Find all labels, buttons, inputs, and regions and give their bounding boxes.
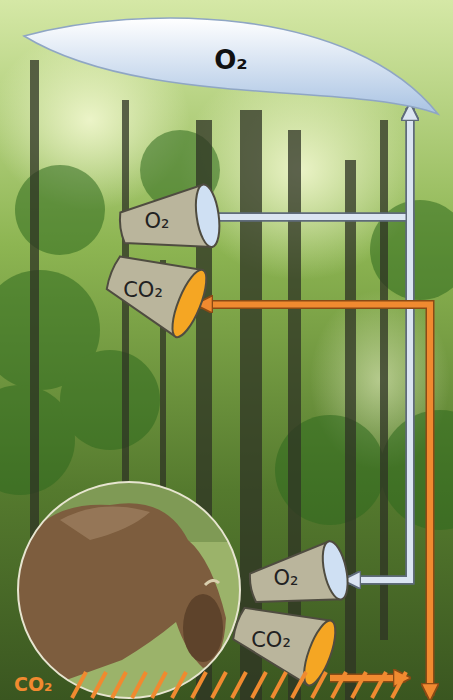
arrow-outline	[200, 304, 430, 696]
node-shape	[248, 545, 350, 611]
arrow-shaft	[218, 108, 410, 217]
flow-arrow	[218, 217, 410, 580]
soil-hatching	[72, 672, 406, 698]
arrow-outline	[348, 108, 410, 580]
node-label: O₂	[145, 209, 170, 233]
soil-band: CO₂	[0, 668, 420, 700]
cup-shape	[116, 183, 223, 259]
hatch-line	[292, 672, 306, 698]
node-label: CO₂	[14, 673, 52, 695]
hatch-line	[212, 672, 226, 698]
cup-shape	[245, 539, 352, 617]
node-shape	[118, 186, 222, 256]
cup-opening	[166, 266, 213, 341]
hatch-line	[132, 672, 146, 698]
node-label: CO₂	[123, 278, 163, 302]
hatch-line	[172, 672, 186, 698]
hatch-line	[352, 672, 366, 698]
node-label: O₂	[214, 45, 248, 75]
carbon-dioxide-cup: CO₂	[106, 250, 206, 330]
hatch-line	[152, 672, 166, 698]
cup-shape	[98, 239, 213, 341]
flow-arrow	[218, 108, 410, 217]
oxygen-reservoir: O₂	[22, 12, 440, 118]
cup-opening	[318, 539, 352, 602]
oxygen-cup: O₂	[248, 545, 350, 611]
arrow-shaft	[218, 217, 410, 580]
hatch-line	[332, 672, 346, 698]
hatch-line	[232, 672, 246, 698]
arrow-shaft	[348, 108, 410, 580]
bison-photo	[10, 482, 240, 700]
arrow-shaft	[200, 304, 430, 696]
reservoir-outline	[24, 18, 438, 114]
node-shape	[0, 668, 420, 700]
carbon-dioxide-cup: CO₂	[232, 602, 336, 678]
arrow-outline	[218, 217, 410, 580]
hatch-line	[372, 672, 386, 698]
node-label: CO₂	[251, 628, 291, 652]
node-label: O₂	[274, 566, 299, 590]
arrow-outline	[218, 108, 410, 217]
hatch-line	[252, 672, 266, 698]
flow-arrow	[200, 304, 430, 696]
hatch-line	[92, 672, 106, 698]
flow-arrow	[348, 108, 410, 580]
hatch-line	[312, 672, 326, 698]
cup-opening	[192, 183, 223, 248]
hatch-line	[72, 672, 86, 698]
oxygen-cup: O₂	[118, 186, 222, 256]
hatch-line	[112, 672, 126, 698]
bison-frame	[18, 482, 240, 698]
hatch-line	[192, 672, 206, 698]
hatch-line	[272, 672, 286, 698]
hatch-line	[392, 672, 406, 698]
